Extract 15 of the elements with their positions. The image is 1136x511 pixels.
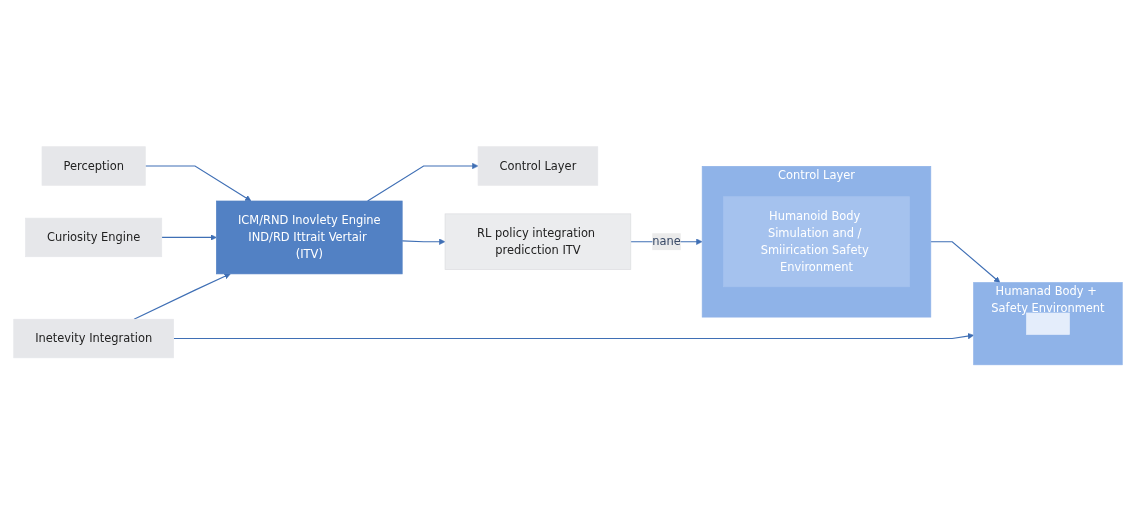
arrow [161,234,217,241]
arrow [173,332,974,339]
process-box: Curiosity Engine [25,217,163,257]
process-box: Inetevity Integration [13,318,174,358]
arrow [144,165,252,202]
environment-panel: Humanad Body + Safety Environment [973,282,1123,365]
arrow [401,238,446,245]
process-box: Perception [41,146,146,186]
environment-box: Humanoid Body Simulation and / Smiirication Safety Environment [723,196,910,287]
policy-box: RL policy integration predicction ITV [444,213,632,270]
empty-box [1026,312,1070,335]
arrow [930,240,1001,283]
arrow [367,162,479,202]
process-box: Control Layer [477,146,599,186]
engine-box: ICM/RND Inovlety Engine IND/RD Ittrait Vertair (ITV) [216,200,403,274]
